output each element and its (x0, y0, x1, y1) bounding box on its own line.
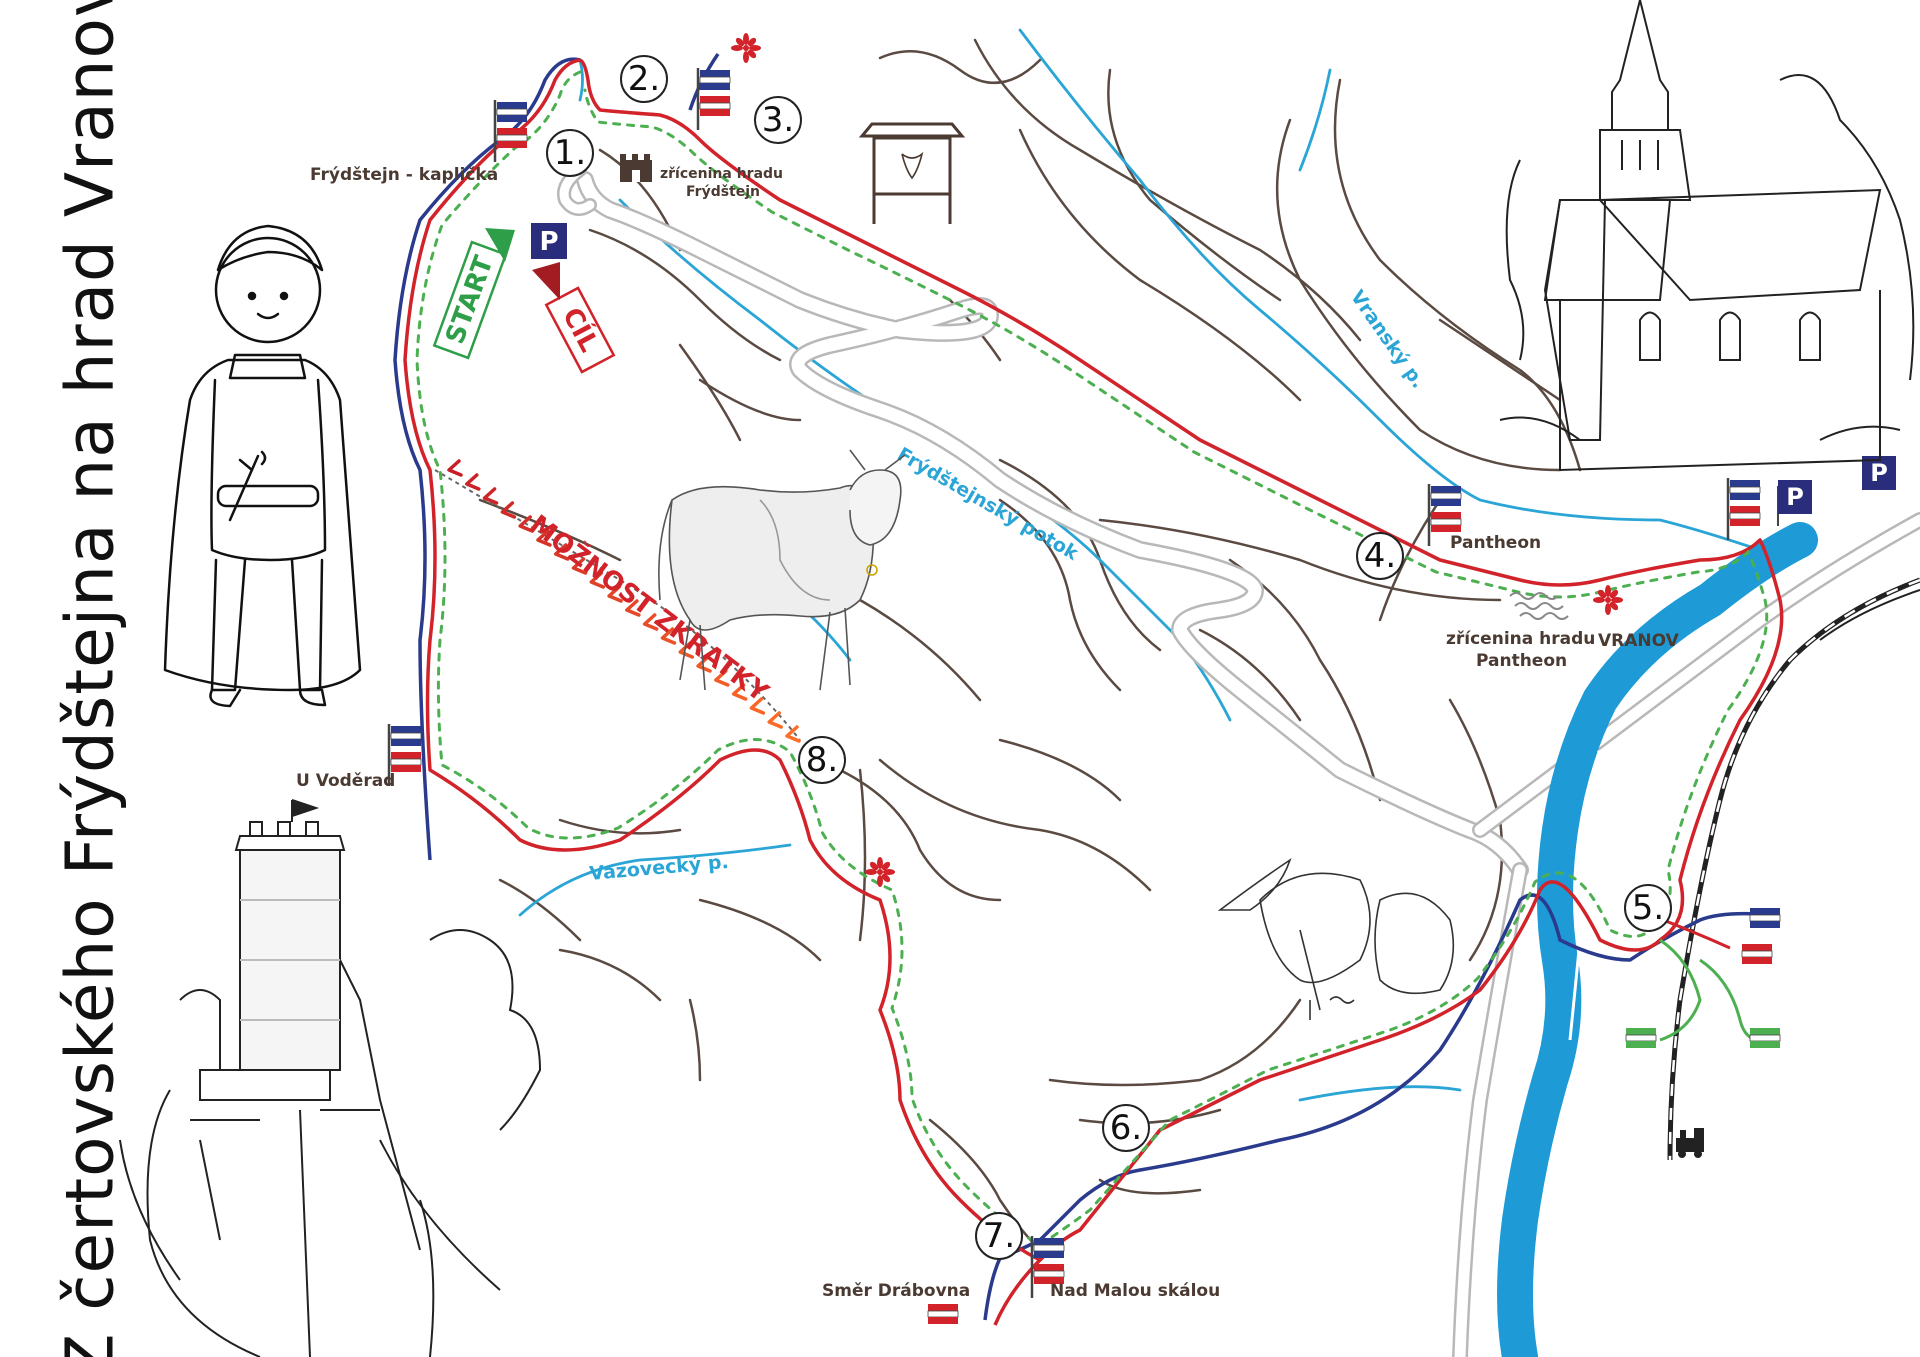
stop-2: 2. (620, 55, 668, 103)
shortcut-chevron (482, 487, 499, 505)
label-pantheon: Pantheon (1450, 533, 1541, 553)
svg-text:2.: 2. (628, 59, 660, 99)
trail-sign-icon (495, 100, 527, 162)
svg-text:P: P (1786, 483, 1804, 511)
shortcut-chevron (625, 599, 641, 617)
church-illustration (1499, 0, 1915, 472)
stop-8: 8. (798, 736, 846, 784)
svg-text:5.: 5. (1632, 888, 1664, 928)
cil-arrow-icon (532, 262, 560, 300)
parking-icon: P (531, 223, 567, 259)
shortcut-chevron (589, 571, 606, 589)
flower-icon (731, 33, 761, 63)
railway (1667, 577, 1920, 1161)
stop-5: 5. (1624, 884, 1672, 932)
label-vazovecky-potok: Vazovecký p. (589, 851, 730, 885)
shortcut-chevron (571, 557, 588, 575)
flower-icon (865, 857, 895, 887)
shortcut-chevron (536, 529, 552, 547)
svg-text:7.: 7. (983, 1216, 1015, 1256)
serpentine-road (557, 163, 1920, 1357)
green-educational-trail (415, 70, 1769, 1247)
stop-1: 1. (546, 129, 594, 177)
castle-ruin-icon (620, 154, 652, 182)
info-board-icon (858, 122, 966, 224)
svg-text:3.: 3. (762, 100, 794, 140)
svg-text:P: P (539, 227, 558, 257)
red-trail (403, 58, 1784, 1262)
river (1497, 522, 1818, 1357)
label-frydstejn-kaplicka: Frýdštejn - kaplička (310, 165, 498, 185)
label-vranov: VRANOV (1598, 631, 1680, 651)
shortcut-chevron (553, 543, 570, 561)
shortcut-chevron (607, 585, 623, 603)
start-arrow-icon (485, 228, 515, 262)
svg-text:START: START (440, 252, 499, 348)
shortcut-path (434, 469, 801, 741)
trail-sign-icon (1625, 1027, 1657, 1049)
flower-icon (1593, 585, 1623, 615)
shortcut-chevron (660, 627, 677, 645)
shortcut-chevron (642, 613, 659, 631)
stop-4: 4. (1356, 532, 1404, 580)
trail-sign-icon (1728, 478, 1760, 540)
svg-text:1.: 1. (554, 133, 586, 173)
shortcut-chevron (518, 515, 534, 533)
shortcut-arrows (447, 459, 801, 743)
cow-illustration (658, 449, 906, 691)
ruin-pantheon-icon (1509, 592, 1569, 620)
shortcut-chevron (447, 459, 463, 477)
svg-text:8.: 8. (806, 740, 838, 780)
stop-3: 3. (754, 96, 802, 144)
shortcut-chevron (500, 501, 517, 519)
train-icon (1676, 1128, 1704, 1158)
cil-marker: CÍL (544, 286, 616, 374)
start-marker: START (432, 240, 508, 360)
label-ruin-frydstejn-2: Frýdštejn (686, 184, 760, 200)
label-ruin-pantheon-2: Pantheon (1476, 651, 1567, 671)
label-u-voderad: U Voděrad (296, 771, 395, 791)
trail-sign-icon (1749, 1027, 1781, 1049)
shortcut-chevron (714, 669, 730, 687)
shortcut-chevron (767, 711, 783, 729)
trail-sign-icon (698, 68, 730, 130)
trail-sign-icon (1749, 907, 1781, 929)
svg-text:4.: 4. (1364, 536, 1396, 576)
shortcut-chevron (696, 655, 712, 673)
label-nad-malou-skalou: Nad Malou skálou (1050, 1281, 1220, 1301)
knight-illustration (163, 224, 362, 708)
parking-icon: P (1777, 480, 1812, 526)
shortcut-chevron (465, 473, 481, 491)
stop-7: 7. (975, 1212, 1023, 1260)
shortcut-chevron (749, 697, 766, 715)
trail-sign-icon (927, 1303, 959, 1325)
shortcut-chevron (678, 641, 695, 659)
label-ruin-pantheon-1: zřícenina hradu (1446, 629, 1595, 649)
svg-text:6.: 6. (1110, 1108, 1142, 1148)
parking-icon: P (1862, 456, 1896, 490)
linden-leaf-illustration (1217, 858, 1455, 1020)
shortcut-chevron (731, 683, 748, 701)
shortcut-chevron (785, 725, 801, 743)
label-ruin-frydstejn-1: zřícenina hradu (660, 166, 783, 182)
stop-6: 6. (1102, 1104, 1150, 1152)
label-smer-drabovna: Směr Drábovna (822, 1281, 970, 1301)
svg-text:P: P (1870, 459, 1888, 487)
trail-sign-icon (1741, 943, 1773, 965)
castle-illustration (119, 799, 542, 1357)
